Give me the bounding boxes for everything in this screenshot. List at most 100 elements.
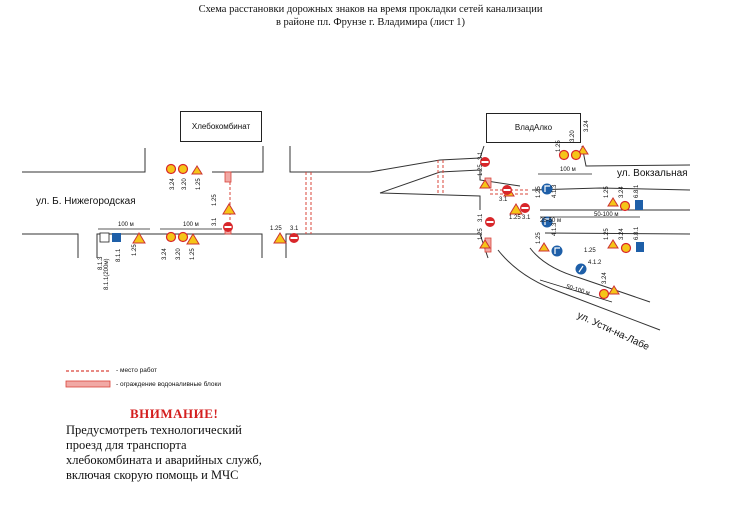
water-block-fence (224, 171, 232, 183)
sign-plate (99, 232, 110, 243)
sign-number: 1.25 (536, 186, 542, 198)
street-nizhegorodskaya: ул. Б. Нижегородская (36, 196, 136, 207)
roadworks-sign (222, 203, 236, 215)
sign-number: 4.1.3 (552, 184, 558, 198)
speed-limit-sign (165, 231, 177, 243)
speed-limit-sign (620, 242, 632, 254)
sign-number: 4.1.3 (552, 222, 558, 236)
diagram-subtitle: в районе пл. Фрунзе г. Владимира (лист 1… (275, 17, 466, 28)
roadworks-sign (479, 239, 491, 249)
sign-number: 1.25 (212, 194, 218, 206)
speed-limit-sign (598, 288, 610, 300)
sign-number: 1.25 (196, 178, 202, 190)
sign-number: 1.25 (556, 140, 562, 152)
road-edge (529, 247, 651, 303)
sign-number: 3.24 (584, 120, 590, 132)
sign-number: 3.24 (602, 272, 608, 284)
no-entry-sign (520, 203, 530, 213)
road-edge (285, 233, 489, 259)
road-edge (497, 249, 661, 331)
warning-line: проезд для транспорта (66, 438, 187, 452)
legend-work-place: - место работ (116, 367, 158, 374)
arrow-glyph (544, 218, 550, 225)
sign-number: 3.20 (176, 248, 182, 260)
distance-arrow (539, 279, 613, 303)
information-sign (636, 242, 644, 252)
sign-number: 8.1.1(200м) (104, 258, 110, 290)
arrow-glyph (554, 247, 560, 254)
sign-number: 1.25 (270, 226, 282, 232)
road-edge (212, 146, 264, 173)
sign-number: 1.25 (604, 228, 610, 240)
no-overtaking-sign (558, 149, 570, 161)
sign-number: 3.1 (522, 215, 531, 221)
sign-number: 3.1 (478, 213, 484, 222)
information-sign (635, 200, 643, 210)
roadworks-sign (577, 145, 589, 155)
no-entry-sign (480, 157, 490, 167)
road-edge (544, 232, 691, 235)
roadworks-sign (132, 232, 146, 244)
sign-number: 6.8.1 (634, 226, 640, 240)
arrow-glyph (544, 185, 550, 192)
sign-number: 1.25 (509, 215, 521, 221)
road-edge (22, 233, 79, 258)
legend-fence: - ограждение водоналивные блоки (116, 381, 221, 388)
sign-number: 1.25 (584, 248, 596, 254)
sign-number: 3.1 (290, 226, 299, 232)
sign-number: 3.1 (478, 151, 484, 160)
no-overtaking-sign (177, 163, 189, 175)
sign-number: 3.24 (619, 228, 625, 240)
distance-label: 100 м (118, 222, 134, 228)
sign-number: 3.1 (212, 217, 218, 226)
roadworks-sign (608, 285, 620, 295)
distance-label: 100 м (560, 167, 576, 173)
road-edge (531, 187, 691, 191)
vladalko-building: ВладАлко (486, 113, 581, 143)
warning-title: ВНИМАНИЕ! (130, 406, 219, 421)
no-entry-sign (485, 217, 495, 227)
roadworks-sign (186, 233, 200, 245)
direction-sign (551, 245, 563, 257)
sign-number: 3.24 (619, 186, 625, 198)
diagram-title: Схема расстановки дорожных знаков на вре… (198, 4, 543, 15)
sign-number: 8.1.1 (116, 248, 122, 262)
roadworks-sign (538, 242, 550, 252)
distance-label: 50-100 м (594, 212, 619, 218)
warning-line: Предусмотреть технологический (66, 423, 242, 437)
sign-number: 1.25 (478, 228, 484, 240)
arrow-glyph (578, 265, 584, 273)
information-sign (112, 233, 121, 242)
speed-limit-sign (570, 149, 582, 161)
road-edge (289, 145, 485, 173)
median-island (379, 192, 481, 210)
sign-number: 1.25 (604, 186, 610, 198)
sign-number: 6.8.1 (634, 184, 640, 198)
sign-number: 3.20 (182, 178, 188, 190)
no-entry-sign (502, 185, 512, 195)
distance-label: 100 м (183, 222, 199, 228)
distance-label: 25-50 м (540, 218, 562, 224)
vladalko-label: ВладАлко (514, 123, 553, 132)
no-overtaking-sign (177, 231, 189, 243)
warning-line: включая скорую помощь и МЧС (66, 468, 239, 482)
roadworks-sign (607, 197, 619, 207)
median-island (379, 169, 521, 194)
bread-factory-building: Хлебокомбинат (180, 111, 262, 142)
sign-number: 1.25 (132, 244, 138, 256)
sign-number: 1.25 (478, 164, 484, 176)
no-entry-sign (289, 233, 299, 243)
bread-factory-label: Хлебокомбинат (191, 122, 251, 131)
sign-number: 3.24 (170, 178, 176, 190)
direction-sign (541, 183, 553, 195)
speed-limit-sign (165, 163, 177, 175)
roadworks-sign (607, 239, 619, 249)
speed-limit-sign (619, 200, 631, 212)
sign-number: 1.25 (536, 232, 542, 244)
roadworks-sign (273, 232, 287, 244)
roadworks-sign (509, 203, 523, 215)
no-entry-sign (223, 222, 233, 232)
road-edge (22, 148, 146, 173)
sign-number: 3.20 (570, 130, 576, 142)
sign-number: 3.24 (162, 248, 168, 260)
